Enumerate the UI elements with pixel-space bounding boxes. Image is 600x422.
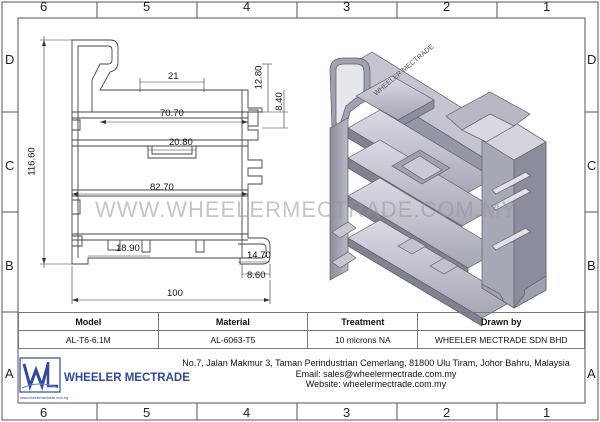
dim-14-70: 14.70 [247, 250, 271, 261]
zone-top-6: 6 [40, 0, 48, 14]
zone-right-c: C [587, 158, 597, 173]
zone-right-d: D [587, 52, 597, 67]
header-treatment: Treatment [307, 312, 419, 331]
header-model: Model [18, 312, 159, 331]
zone-bottom-5: 5 [143, 405, 151, 420]
logo-subtext: www.wheelermectrade.com.my [20, 396, 69, 400]
company-address-block: No.7, Jalan Makmur 3, Taman Perindustria… [170, 358, 582, 390]
company-address: No.7, Jalan Makmur 3, Taman Perindustria… [182, 358, 570, 368]
inner-frame [17, 17, 586, 404]
dimension-lines [40, 36, 288, 304]
header-material: Material [157, 312, 309, 331]
value-drawn-by: WHEELER MECTRADE SDN BHD [417, 330, 585, 349]
dim-20-80: 20.80 [169, 137, 193, 148]
zone-right-b: B [587, 258, 596, 273]
zone-top-5: 5 [143, 0, 151, 14]
zone-top-2: 2 [443, 0, 451, 14]
company-email: Email: sales@wheelermectrade.com.my [295, 368, 457, 379]
company-website: Website: wheelermectrade.com.my [305, 379, 447, 389]
title-block: Model Material Treatment Drawn by AL-T6-… [18, 312, 585, 349]
profile-2d [71, 39, 271, 265]
zone-left-c: C [5, 158, 15, 173]
zone-bottom-2: 2 [443, 405, 451, 420]
header-drawn-by: Drawn by [417, 312, 585, 331]
dim-70-70: 70.70 [160, 108, 184, 119]
logo-text: WHEELER MECTRADE [64, 372, 190, 384]
zone-top-4: 4 [243, 0, 251, 14]
dimension-arrows [42, 40, 270, 302]
dim-8-60: 8.60 [247, 270, 266, 281]
zone-bottom-1: 1 [543, 405, 551, 420]
zone-top-3: 3 [343, 0, 351, 14]
zone-right-a: A [587, 366, 596, 381]
zone-top-1: 1 [543, 0, 551, 14]
profile-3d [329, 51, 547, 327]
watermark: WWW.WHEELERMECTRADE.COM.MY [95, 197, 517, 222]
dim-82-70: 82.70 [150, 182, 174, 193]
value-model: AL-T6-6.1M [18, 330, 159, 349]
zone-left-b: B [5, 258, 14, 273]
dim-116-60: 116.60 [26, 147, 38, 176]
dim-12-80: 12.80 [253, 65, 265, 90]
zone-left-d: D [5, 52, 15, 67]
zone-left-a: A [5, 366, 14, 381]
zone-bottom-6: 6 [40, 405, 48, 420]
dim-8-40: 8.40 [273, 92, 285, 111]
dim-21: 21 [168, 71, 179, 82]
zone-bottom-3: 3 [343, 405, 351, 420]
logo-mark [19, 357, 61, 393]
value-material: AL-6063-T5 [157, 330, 309, 349]
dim-100: 100 [167, 288, 183, 299]
value-treatment: 10 microns NA [307, 330, 419, 349]
dim-18-90: 18.90 [116, 243, 140, 254]
zone-bottom-4: 4 [243, 405, 251, 420]
